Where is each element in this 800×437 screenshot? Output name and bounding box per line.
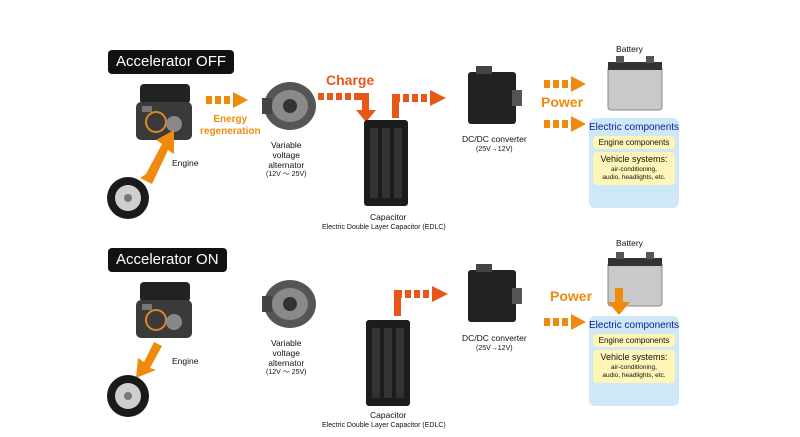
- dcdc-converter-label: DC/DC converter: [462, 134, 527, 144]
- capacitor-label: Capacitor: [370, 410, 407, 420]
- wheel-icon: [107, 375, 149, 417]
- capacitor-icon: [366, 320, 410, 406]
- ec-vehicle-detail-2: audio, headlights, etc.: [602, 372, 666, 379]
- wheel-icon: [107, 177, 149, 219]
- mode-banner-on: Accelerator ON: [108, 248, 227, 272]
- charge-label: Charge: [326, 72, 375, 88]
- alternator-label-line2: voltage: [272, 348, 300, 358]
- electric-components-panel: Electric components Engine components Ve…: [589, 118, 679, 208]
- alternator-label: Variable voltage alternator (12V ～ 25V): [266, 140, 306, 180]
- engine-icon: [136, 282, 192, 338]
- regen-arrow-icon: [140, 130, 174, 184]
- ec-vehicle-title: Vehicle systems:: [600, 352, 668, 362]
- capacitor-label: Capacitor: [370, 212, 407, 222]
- dashed-arrow-icon: [392, 90, 446, 118]
- ec-engine-components: Engine components: [593, 334, 675, 347]
- ec-vehicle-detail-1: air-conditioning,: [611, 364, 657, 371]
- mode-banner-off: Accelerator OFF: [108, 50, 235, 74]
- capacitor-sub: Electric Double Layer Capacitor (EDLC): [322, 224, 446, 231]
- alternator-label-line3: alternator: [268, 160, 305, 170]
- capacitor-sub: Electric Double Layer Capacitor (EDLC): [322, 422, 446, 429]
- dashed-arrow-icon: [206, 92, 248, 108]
- ec-title: Electric components: [589, 320, 680, 331]
- dcdc-converter-icon: [468, 66, 522, 124]
- ec-vehicle-systems: Vehicle systems: air-conditioning, audio…: [593, 350, 675, 383]
- ec-engine-components: Engine components: [593, 136, 675, 149]
- alternator-icon: [262, 82, 316, 130]
- alternator-icon: [262, 280, 316, 328]
- ec-vehicle-title: Vehicle systems:: [600, 154, 668, 164]
- ec-title: Electric components: [589, 122, 680, 133]
- power-label: Power: [541, 94, 584, 110]
- alternator-label: Variable voltage alternator (12V ～ 25V): [266, 338, 306, 378]
- alternator-range: (12V ～ 25V): [266, 369, 307, 376]
- electric-components-panel: Electric components Engine components Ve…: [589, 316, 679, 406]
- energy-label-line2: regeneration: [200, 126, 261, 137]
- capacitor-icon: [364, 120, 408, 206]
- dashed-arrow-icon: [394, 286, 448, 316]
- dcdc-converter-sub: (25V→12V): [476, 345, 513, 352]
- dashed-arrow-icon: [544, 314, 586, 330]
- power-label: Power: [550, 288, 593, 304]
- battery-label: Battery: [616, 44, 643, 54]
- engine-label: Engine: [172, 158, 199, 168]
- battery-discharge-arrow-icon: [608, 288, 630, 315]
- alternator-label-line3: alternator: [268, 358, 305, 368]
- alternator-label-line2: voltage: [272, 150, 300, 160]
- alternator-range: (12V ～ 25V): [266, 171, 307, 178]
- dashed-arrow-icon: [544, 76, 586, 92]
- dcdc-converter-label: DC/DC converter: [462, 333, 527, 343]
- ec-vehicle-detail-2: audio, headlights, etc.: [602, 174, 666, 181]
- dcdc-converter-icon: [468, 264, 522, 322]
- energy-label-line1: Energy: [213, 114, 248, 125]
- ec-vehicle-systems: Vehicle systems: air-conditioning, audio…: [593, 152, 675, 185]
- battery-label: Battery: [616, 238, 643, 248]
- charge-arrow-icon: [318, 93, 376, 122]
- dcdc-converter-sub: (25V→12V): [476, 146, 513, 153]
- ec-vehicle-detail-1: air-conditioning,: [611, 166, 657, 173]
- engine-icon: [136, 84, 192, 140]
- drive-arrow-icon: [136, 342, 162, 378]
- dashed-arrow-icon: [544, 116, 586, 132]
- energy-regeneration-label: Energy regeneration: [200, 114, 261, 138]
- engine-label: Engine: [172, 356, 199, 366]
- alternator-label-line1: Variable: [270, 338, 302, 348]
- battery-icon: [607, 56, 663, 111]
- alternator-label-line1: Variable: [270, 140, 302, 150]
